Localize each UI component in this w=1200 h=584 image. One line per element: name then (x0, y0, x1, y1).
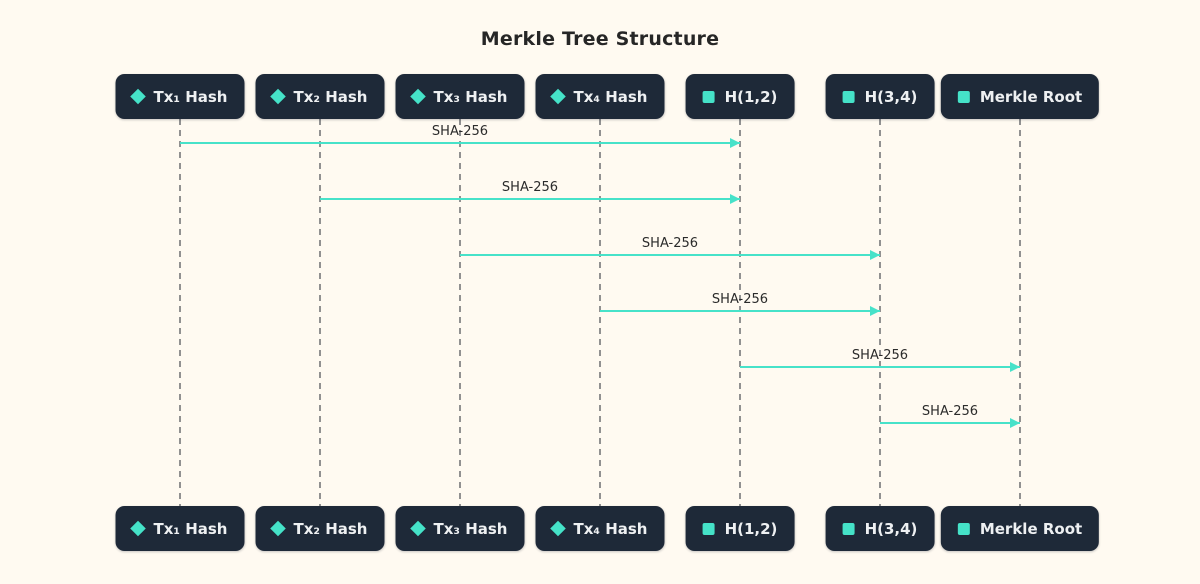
message-sha256-tx2-to-h12: SHA-256 (320, 180, 740, 204)
actor-label: H(1,2) (724, 87, 778, 106)
arrowhead-icon (1010, 418, 1020, 428)
actor-label: Tx₁ Hash (153, 87, 228, 106)
message-label: SHA-256 (501, 180, 559, 195)
message-sha256-tx3-to-h34: SHA-256 (460, 236, 880, 260)
message-label: SHA-256 (921, 404, 979, 419)
diamond-icon (550, 520, 566, 537)
message-sha256-tx4-to-h34: SHA-256 (600, 292, 880, 316)
lifeline-merkle-root (1019, 119, 1021, 506)
diamond-icon (130, 88, 146, 105)
message-label: SHA-256 (851, 348, 909, 363)
square-icon (702, 522, 715, 535)
actor-label: Tx₄ Hash (573, 87, 648, 106)
actor-label: Tx₂ Hash (293, 519, 368, 538)
message-label: SHA-256 (431, 124, 489, 139)
message-sha256-h34-to-root: SHA-256 (880, 404, 1020, 428)
arrowhead-icon (730, 194, 740, 204)
lifeline-tx2 (319, 119, 321, 506)
lifeline-h34 (879, 119, 881, 506)
actor-label: Tx₃ Hash (433, 519, 508, 538)
actor-label: Tx₂ Hash (293, 87, 368, 106)
diamond-icon (130, 520, 146, 537)
actor-top-tx4-hash: Tx₄ Hash (535, 74, 665, 119)
actor-label: Tx₃ Hash (433, 87, 508, 106)
actor-bottom-h12: H(1,2) (685, 506, 795, 551)
actor-label: Tx₄ Hash (573, 519, 648, 538)
diamond-icon (410, 520, 426, 537)
lifeline-h12 (739, 119, 741, 506)
actor-bottom-tx1-hash: Tx₁ Hash (115, 506, 245, 551)
actor-top-tx2-hash: Tx₂ Hash (255, 74, 385, 119)
lifeline-tx3 (459, 119, 461, 506)
square-icon (702, 90, 715, 103)
actor-label: Tx₁ Hash (153, 519, 228, 538)
actor-label: Merkle Root (979, 87, 1083, 106)
diagram-title: Merkle Tree Structure (480, 28, 720, 50)
actor-top-tx3-hash: Tx₃ Hash (395, 74, 525, 119)
diamond-icon (550, 88, 566, 105)
square-icon (842, 90, 855, 103)
message-label: SHA-256 (711, 292, 769, 307)
square-icon (842, 522, 855, 535)
actor-bottom-tx2-hash: Tx₂ Hash (255, 506, 385, 551)
actor-top-merkle-root: Merkle Root (940, 74, 1100, 119)
arrowhead-icon (870, 306, 880, 316)
message-label: SHA-256 (641, 236, 699, 251)
actor-top-tx1-hash: Tx₁ Hash (115, 74, 245, 119)
message-sha256-h12-to-root: SHA-256 (740, 348, 1020, 372)
actor-label: Merkle Root (979, 519, 1083, 538)
arrowhead-icon (1010, 362, 1020, 372)
lifeline-tx1 (179, 119, 181, 506)
arrowhead-icon (870, 250, 880, 260)
lifeline-tx4 (599, 119, 601, 506)
actor-bottom-merkle-root: Merkle Root (940, 506, 1100, 551)
actor-bottom-h34: H(3,4) (825, 506, 935, 551)
actor-label: H(3,4) (864, 519, 918, 538)
arrowhead-icon (730, 138, 740, 148)
diamond-icon (270, 88, 286, 105)
actor-bottom-tx3-hash: Tx₃ Hash (395, 506, 525, 551)
square-icon (957, 90, 970, 103)
actor-bottom-tx4-hash: Tx₄ Hash (535, 506, 665, 551)
diamond-icon (270, 520, 286, 537)
actor-top-h34: H(3,4) (825, 74, 935, 119)
actor-top-h12: H(1,2) (685, 74, 795, 119)
actor-label: H(3,4) (864, 87, 918, 106)
diamond-icon (410, 88, 426, 105)
actor-label: H(1,2) (724, 519, 778, 538)
square-icon (957, 522, 970, 535)
message-sha256-tx1-to-h12: SHA-256 (180, 124, 740, 148)
